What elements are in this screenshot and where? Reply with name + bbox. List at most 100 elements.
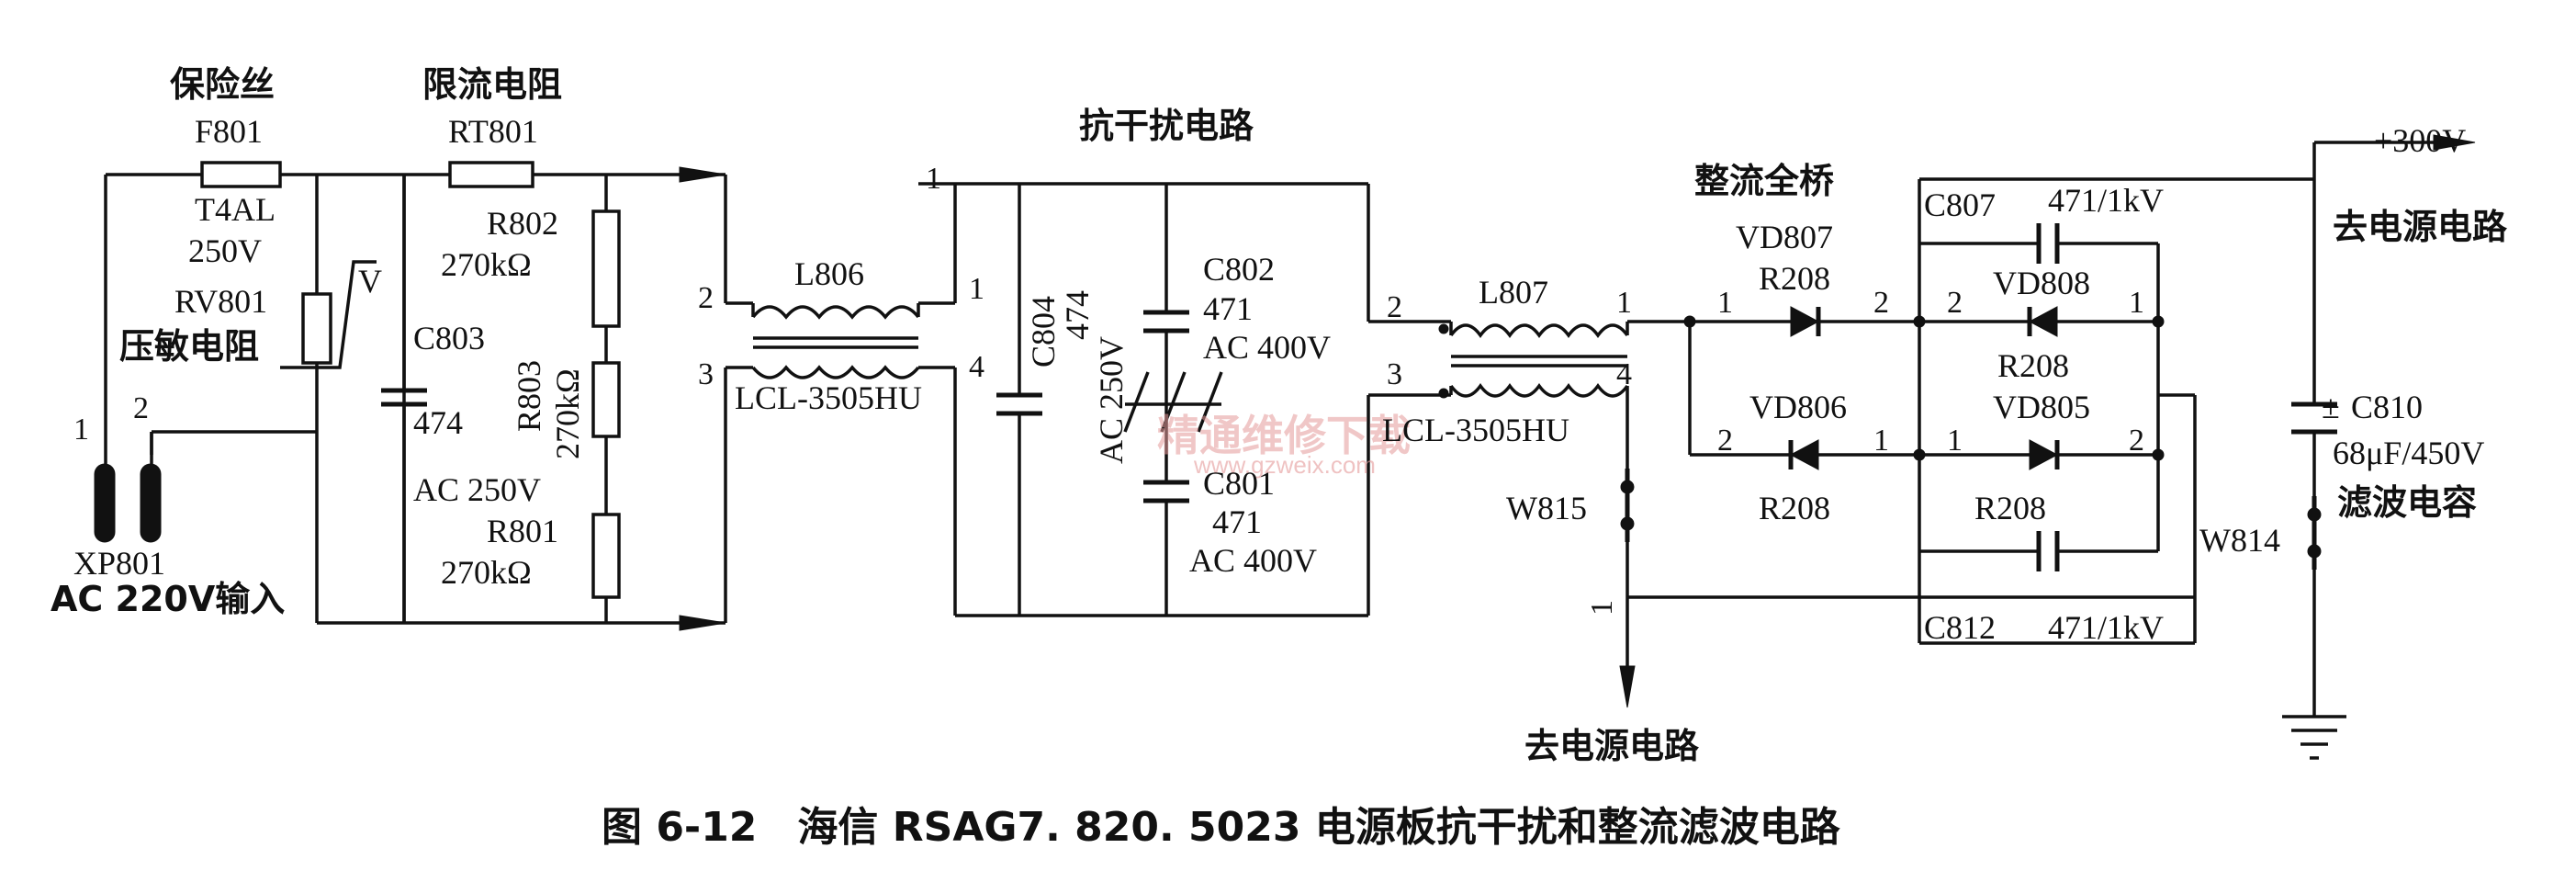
c802-rating-label: AC 400V bbox=[1203, 329, 1331, 366]
figure-caption: 图 6-12 海信 RSAG7. 820. 5023 电源板抗干扰和整流滤波电路 bbox=[602, 804, 1841, 851]
l806-pin4-label: 4 bbox=[969, 350, 984, 384]
l807-model-label: LCL-3505HU bbox=[1382, 412, 1569, 448]
r802-val-label: 270kΩ bbox=[441, 246, 532, 283]
varistor-cn-label: 压敏电阻 bbox=[119, 326, 259, 367]
w815-label: W815 bbox=[1506, 490, 1587, 526]
w815-pin-label: 1 bbox=[1585, 600, 1619, 616]
power-out-label-bottom: 去电源电路 bbox=[1524, 726, 1700, 766]
vd805-r-label: R208 bbox=[1974, 490, 2046, 526]
diode-vd807 bbox=[1790, 306, 1821, 337]
capacitor-c801 bbox=[1143, 480, 1189, 503]
l807-ref-label: L807 bbox=[1479, 274, 1548, 311]
l806-pin3-label: 3 bbox=[698, 357, 714, 391]
c803-rating-label: AC 250V bbox=[413, 471, 541, 508]
vd807-r-label: R208 bbox=[1759, 260, 1830, 297]
out-voltage-label: +300V bbox=[2374, 122, 2466, 159]
watermark-url: www.gzweix.com bbox=[1193, 451, 1376, 479]
capacitor-c812 bbox=[2036, 531, 2060, 571]
choke-l807 bbox=[1438, 322, 1629, 399]
r803-ref-label: R803 bbox=[511, 360, 547, 432]
c807-val-label: 471/1kV bbox=[2048, 182, 2164, 219]
junction-dot bbox=[2152, 448, 2165, 461]
c810-ref-label: C810 bbox=[2351, 389, 2423, 425]
fuse-cn-label: 保险丝 bbox=[170, 64, 275, 105]
vd805-pin1-label: 1 bbox=[1947, 424, 1963, 458]
c802-val-label: 471 bbox=[1203, 290, 1253, 327]
c810-cn-label: 滤波电容 bbox=[2337, 482, 2477, 523]
fuse-f801 bbox=[200, 161, 282, 188]
varistor-curve bbox=[280, 260, 377, 369]
c801-val-label: 471 bbox=[1212, 503, 1262, 540]
resistor-r802 bbox=[591, 209, 621, 328]
junction-dot bbox=[2152, 315, 2165, 328]
power-out-label-right: 去电源电路 bbox=[2333, 207, 2508, 247]
r801-val-label: 270kΩ bbox=[441, 554, 532, 591]
jumper-w814 bbox=[2307, 496, 2322, 570]
input-wires bbox=[104, 173, 727, 625]
l807-pin4-label: 4 bbox=[1616, 357, 1632, 391]
rectifier-cn-label: 整流全桥 bbox=[1694, 161, 1834, 201]
vd807-pin1-label: 1 bbox=[1717, 286, 1733, 320]
junction-dot bbox=[1913, 448, 1926, 461]
c810-plus-label: ± bbox=[2322, 389, 2340, 425]
l806-ref-label: L806 bbox=[794, 255, 864, 292]
l807-pin3-label: 3 bbox=[1387, 357, 1402, 391]
rt801-label: RT801 bbox=[448, 113, 538, 150]
vd806-pin1-label: 1 bbox=[1873, 424, 1889, 458]
vd806-pin2-label: 2 bbox=[1717, 424, 1733, 458]
connector-desc-label: AC 220V输入 bbox=[51, 579, 285, 619]
vd805-ref-label: VD805 bbox=[1993, 389, 2090, 425]
watermark-cn: 精通维修下载 bbox=[1157, 411, 1411, 460]
l806-model-label: LCL-3505HU bbox=[735, 379, 922, 416]
jumper-w815 bbox=[1620, 469, 1635, 542]
fuse-rating-label: T4AL bbox=[195, 191, 276, 228]
connector-ref-label: XP801 bbox=[73, 545, 165, 582]
spark-gap-slashes bbox=[1123, 371, 1223, 433]
vd808-r-label: R208 bbox=[1997, 347, 2069, 384]
connector-xp801 bbox=[94, 421, 162, 543]
capacitor-c804 bbox=[996, 392, 1042, 416]
resistor-r803 bbox=[591, 361, 621, 438]
limiting-cn-label: 限流电阻 bbox=[422, 64, 562, 105]
filter-wires bbox=[918, 182, 1451, 617]
c803-val-label: 474 bbox=[413, 404, 463, 441]
c807-ref-label: C807 bbox=[1924, 187, 1996, 223]
filter-top-pin-label: 1 bbox=[926, 162, 941, 196]
capacitor-c810 bbox=[2291, 401, 2337, 435]
c804-val-label: 474 bbox=[1059, 290, 1096, 340]
r802-ref-label: R802 bbox=[487, 205, 558, 242]
c802-ref-label: C802 bbox=[1203, 251, 1275, 288]
junction-dot bbox=[1913, 315, 1926, 328]
resistor-rt801 bbox=[448, 161, 534, 188]
c812-ref-label: C812 bbox=[1924, 609, 1996, 646]
arrow-bottom-right bbox=[679, 615, 726, 631]
vd808-pin2-label: 2 bbox=[1947, 286, 1963, 320]
l807-out-wires bbox=[1625, 320, 2195, 666]
ground-icon bbox=[2282, 715, 2346, 760]
filter-cn-label: 抗干扰电路 bbox=[1079, 106, 1254, 146]
r801-ref-label: R801 bbox=[487, 513, 558, 549]
l807-pin1-label: 1 bbox=[1616, 286, 1632, 320]
l806-pin1-label: 1 bbox=[969, 272, 984, 306]
w814-label: W814 bbox=[2199, 522, 2280, 559]
l806-pin2-label: 2 bbox=[698, 281, 714, 315]
vd805-pin2-label: 2 bbox=[2129, 424, 2144, 458]
vd807-pin2-label: 2 bbox=[1873, 286, 1889, 320]
resistor-r801 bbox=[591, 513, 621, 599]
c801-ref-label: C801 bbox=[1203, 465, 1275, 502]
fuse-voltage-label: 250V bbox=[188, 232, 262, 269]
diode-vd808 bbox=[2027, 306, 2058, 337]
varistor-ref-label: RV801 bbox=[174, 283, 267, 320]
diode-vd806 bbox=[1788, 439, 1819, 470]
junction-dot bbox=[1683, 315, 1696, 328]
arrow-top-right bbox=[679, 166, 726, 183]
bridge-wires bbox=[1688, 141, 2434, 717]
vd808-ref-label: VD808 bbox=[1993, 265, 2090, 301]
arrow-300v bbox=[2433, 134, 2476, 151]
vd806-r-label: R208 bbox=[1759, 490, 1830, 526]
diode-vd805 bbox=[2029, 439, 2060, 470]
connector-pin2-label: 2 bbox=[133, 391, 149, 425]
c804-rating-label: AC 250V bbox=[1093, 336, 1130, 464]
connector-pin1-label: 1 bbox=[73, 413, 89, 447]
